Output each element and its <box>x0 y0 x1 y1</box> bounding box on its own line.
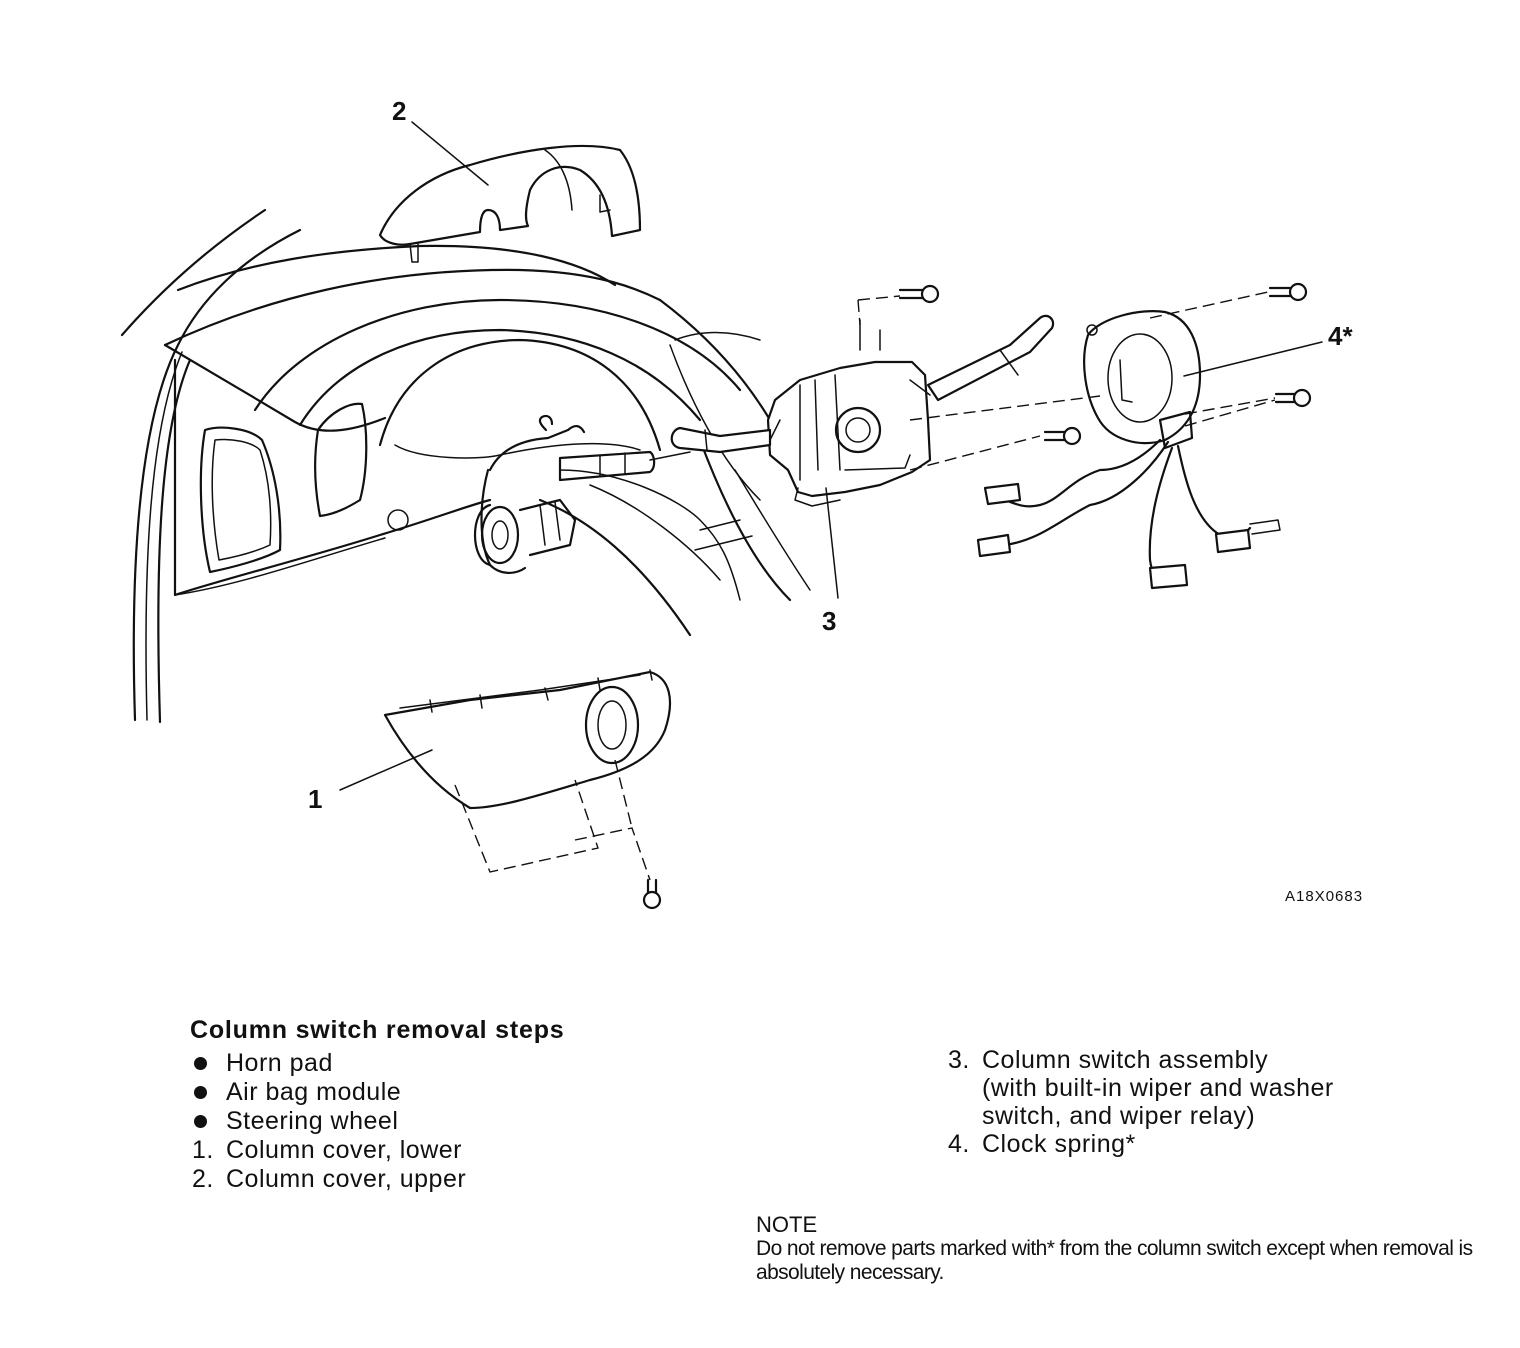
step-number: 3. <box>948 1046 970 1074</box>
figure-id: A18X0683 <box>1285 888 1363 905</box>
removal-steps-list: Horn pad Air bag module Steering wheel 1… <box>190 1049 564 1194</box>
list-item: Air bag module <box>190 1078 564 1107</box>
bullet-icon <box>194 1086 207 1099</box>
callout-label-4: 4* <box>1328 321 1353 351</box>
column-cover-lower <box>383 669 672 810</box>
callout-label-3: 3 <box>822 606 836 636</box>
screw-lower-cover <box>642 878 662 910</box>
column-cover-upper <box>378 144 642 263</box>
note-title: NOTE <box>756 1212 818 1237</box>
note-block: NOTE Do not remove parts marked with* fr… <box>756 1213 1476 1285</box>
list-item: Steering wheel <box>190 1107 564 1136</box>
removal-steps-right: 3.Column switch assembly (with built-in … <box>946 1046 1334 1158</box>
removal-steps-title: Column switch removal steps <box>190 1016 565 1044</box>
step-number: 1. <box>192 1136 214 1164</box>
screws <box>642 282 1312 910</box>
column-switch-assembly <box>670 314 1055 507</box>
list-item: 3.Column switch assembly (with built-in … <box>948 1046 1334 1130</box>
list-item: 2.Column cover, upper <box>192 1165 467 1193</box>
screw-column-switch-top <box>898 284 940 304</box>
step-number: 2. <box>192 1165 214 1193</box>
callout-label-1: 1 <box>308 784 322 814</box>
column-switch-exploded-diagram: 1 2 3 4* A18X0683 <box>120 96 1363 910</box>
list-item: 4.Clock spring* <box>948 1130 1136 1158</box>
screw-clock-spring-top <box>1268 282 1308 302</box>
a-pillar-outline <box>120 208 302 724</box>
list-item: Horn pad <box>190 1049 564 1078</box>
leader-lines <box>339 121 1323 791</box>
screw-clock-spring-bottom <box>1274 388 1312 408</box>
bullet-icon <box>194 1057 207 1070</box>
steering-column <box>473 414 691 574</box>
list-item: 1.Column cover, lower <box>192 1136 462 1164</box>
bullet-icon <box>194 1115 207 1128</box>
removal-steps-list-right: 3.Column switch assembly (with built-in … <box>946 1046 1334 1158</box>
note-body: Do not remove parts marked with* from th… <box>756 1237 1473 1284</box>
alignment-lines <box>454 291 1276 881</box>
screw-column-switch-side <box>1043 426 1082 446</box>
clock-spring <box>976 310 1281 590</box>
dashboard-outline <box>163 244 811 637</box>
removal-steps-left: Column switch removal steps Horn pad Air… <box>190 1016 564 1194</box>
step-number: 4. <box>948 1130 970 1158</box>
callout-label-2: 2 <box>392 96 406 126</box>
